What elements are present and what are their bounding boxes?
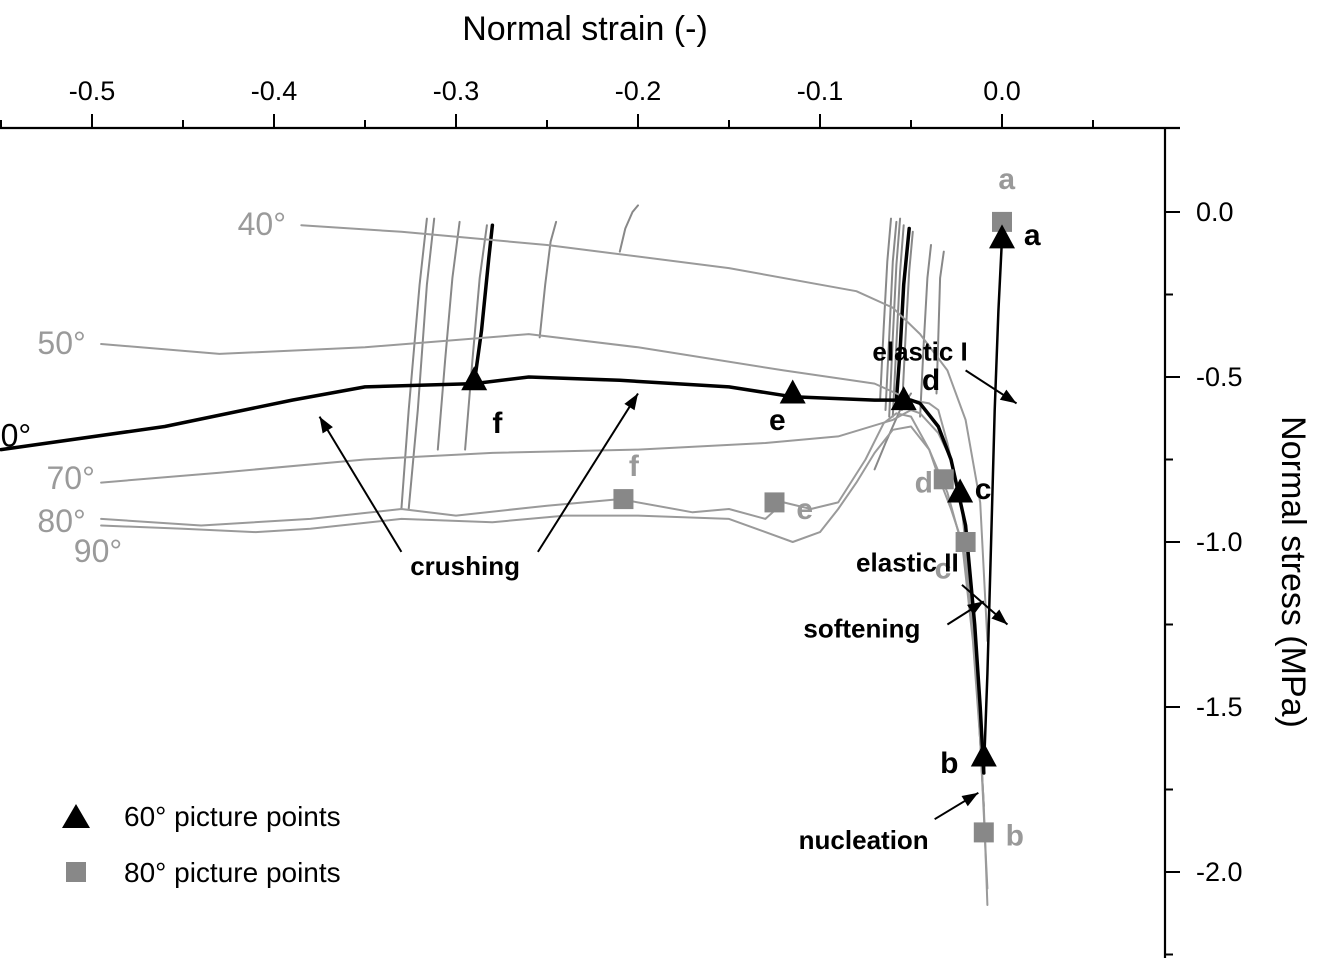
legend-triangle-marker — [62, 804, 90, 828]
point-60-c — [947, 478, 974, 503]
unloading-line — [935, 250, 945, 395]
point-60-label: a — [1024, 219, 1041, 252]
legend-label-80: 80° picture points — [124, 857, 341, 888]
series-line-90 — [100, 425, 989, 906]
point-80-label: c — [935, 552, 952, 585]
annotation-arrow-shaft — [318, 416, 403, 553]
unloading-line — [436, 220, 461, 451]
x-tick-label: 0.0 — [983, 76, 1021, 106]
point-80-label: a — [998, 163, 1015, 196]
series-line-50 — [100, 333, 985, 807]
unloading-line — [407, 217, 436, 510]
annotation-label: elastic II — [856, 548, 959, 578]
annotation-arrow-head — [624, 393, 638, 411]
point-60-label: e — [769, 404, 786, 437]
x-ticks: -0.5 -0.4 -0.3 -0.2 -0.1 0.0 — [0, 76, 1094, 128]
point-80-c — [955, 532, 976, 552]
annotation-arrow-head — [999, 389, 1017, 404]
unloading-line — [919, 244, 932, 418]
unloading-line — [464, 224, 488, 451]
point-80-label: b — [1006, 820, 1024, 853]
y-tick-label: -0.5 — [1196, 362, 1243, 392]
annotation-label: crushing — [410, 551, 520, 581]
series-line-40 — [300, 224, 989, 642]
x-tick-label: -0.5 — [69, 76, 116, 106]
curve-label: 50° — [37, 325, 85, 361]
legend-label-60: 60° picture points — [124, 801, 341, 832]
curve-label: 80° — [37, 503, 85, 539]
x-tick-label: -0.1 — [797, 76, 844, 106]
unloading-line — [618, 204, 639, 253]
annotation-label: nucleation — [799, 825, 929, 855]
point-80-d — [933, 469, 954, 490]
point-60-e — [779, 379, 806, 404]
point-80-label: e — [796, 493, 813, 526]
unloading-line — [891, 224, 905, 418]
point-60-d — [890, 386, 917, 411]
point-60-f — [461, 366, 488, 391]
x-axis: -0.5 -0.4 -0.3 -0.2 -0.1 0.0 Normal strain (-… — [0, 10, 1180, 130]
point-80-b — [973, 822, 994, 843]
point-80-e — [764, 492, 785, 513]
y-ticks: 0.0 -0.5 -1.0 -1.5 -2.0 — [1165, 197, 1243, 956]
point-60-label: b — [940, 747, 958, 780]
unloading-line — [888, 217, 902, 418]
y-tick-label: 0.0 — [1196, 197, 1234, 227]
point-60-label: f — [492, 407, 503, 440]
y-tick-label: -2.0 — [1196, 857, 1243, 887]
point-80-a — [992, 211, 1012, 232]
series-line-elasticbranch — [982, 237, 1004, 775]
point-60-b — [970, 742, 997, 767]
series-line-70 — [100, 409, 985, 807]
annotation-arrow-head — [319, 416, 333, 434]
unloading-line — [879, 217, 892, 402]
point-80-label: f — [629, 450, 640, 483]
y-tick-label: -1.5 — [1196, 692, 1243, 722]
marker-layer — [461, 211, 1015, 843]
x-axis-title: Normal strain (-) — [462, 10, 708, 48]
legend: 60° picture points 80° picture points — [62, 801, 341, 888]
unloading-line — [538, 220, 558, 339]
y-axis-title: Normal stress (MPa) — [1274, 416, 1312, 728]
unloading-line — [472, 223, 495, 386]
point-60-label: c — [975, 473, 992, 506]
curve-label: 40° — [238, 206, 286, 242]
annotation-arrow-head — [967, 601, 984, 616]
legend-square-marker — [66, 862, 86, 882]
point-60-a — [989, 224, 1015, 249]
point-60-label: d — [922, 364, 940, 397]
x-tick-label: -0.3 — [433, 76, 480, 106]
point-80-label: d — [915, 467, 933, 500]
plot-area: 40° 50° 60° 70° 80°90° a b c d e f a b c d e f crushing el… — [0, 163, 1041, 906]
x-tick-label: -0.4 — [251, 76, 298, 106]
curve-label: 60° — [0, 417, 31, 453]
label-layer: 40° 50° 60° 70° 80°90° a b c d e f a b c d e f crushing el… — [0, 163, 1041, 855]
annotation-label: elastic I — [872, 337, 967, 367]
unloading-line — [900, 230, 914, 411]
unloading-line — [400, 217, 428, 510]
annotation-arrow-head — [961, 792, 979, 807]
y-axis: 0.0 -0.5 -1.0 -1.5 -2.0 Normal stress (MPa) — [1163, 128, 1312, 958]
annotation-arrow-shaft — [537, 392, 639, 553]
point-80-f — [613, 489, 634, 510]
y-tick-label: -1.0 — [1196, 527, 1243, 557]
annotation-label: softening — [803, 614, 920, 644]
curve-label: 90° — [74, 533, 122, 569]
x-tick-label: -0.2 — [615, 76, 662, 106]
curve-label: 70° — [47, 460, 95, 496]
annotation-arrow-head — [991, 609, 1008, 625]
unloading-line — [884, 220, 898, 411]
